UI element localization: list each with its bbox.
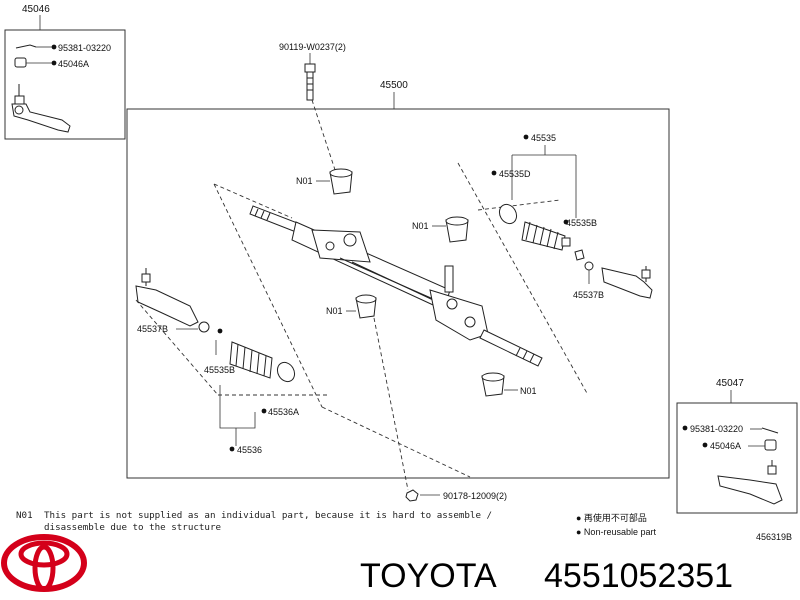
tie-rod-end-right-icon — [601, 266, 653, 299]
n01-label-4: N01 — [520, 386, 537, 396]
bolt-group: 90119-W0237(2) — [279, 42, 346, 186]
castle-nut-icon — [14, 57, 27, 68]
kit-left-group: 45046 95381-03220 45046A — [4, 4, 126, 140]
assembly-label: 45500 — [380, 80, 408, 91]
bushing-n01-top: N01 — [296, 168, 353, 195]
kit-right-group: 45047 95381-03220 45046A — [676, 378, 798, 514]
legend-block: ● 再使用不可部品 ● Non-reusable part — [576, 512, 656, 537]
steering-rack-icon — [249, 205, 543, 367]
legend-open: ● Non-reusable part — [576, 527, 656, 537]
bolt-icon — [304, 63, 316, 101]
nut-bottom-label: 90178-12009(2) — [443, 491, 507, 501]
kit-right-nut-label: 45046A — [710, 441, 741, 451]
toyota-logo-icon — [1, 534, 87, 592]
rack-boundary-dash — [213, 183, 471, 478]
tie-rod-end-left-icon — [11, 84, 71, 133]
assembly-frame — [126, 108, 670, 479]
rack-end-left-label: 45537B — [137, 324, 168, 334]
non-reusable-dot-icon — [229, 446, 235, 452]
non-reusable-dot-icon — [261, 408, 267, 414]
boot-left-icon — [229, 341, 273, 379]
non-reusable-dot-icon — [51, 44, 57, 50]
kit-left-nut-label: 45046A — [58, 59, 89, 69]
brand-part-number: 4551052351 — [544, 557, 733, 595]
boot-right-clamp-label: 45535B — [566, 218, 597, 228]
bushing-n01-middle: N01 — [326, 294, 377, 319]
kit-left-cotter-label: 95381-03220 — [58, 43, 111, 53]
non-reusable-dot-icon — [682, 425, 688, 431]
kit-right-cotter-label: 95381-03220 — [690, 424, 743, 434]
clamp-left-label: 45536A — [268, 407, 299, 417]
washer-icon — [198, 321, 210, 333]
clamp-right-label: 45535D — [499, 169, 531, 179]
boot-right-group: 45535 45535D 45535B 45537B — [491, 133, 653, 300]
washer-icon — [584, 261, 594, 271]
non-reusable-dot-icon — [51, 60, 57, 66]
n01-label-3: N01 — [326, 306, 343, 316]
nut-bottom-group: 90178-12009(2) — [373, 317, 507, 502]
castle-nut-icon — [764, 439, 777, 451]
cotter-pin-icon — [15, 44, 37, 49]
kit-right-label: 45047 — [716, 378, 744, 389]
kit-right-box — [676, 402, 798, 514]
boot-left-label: 45536 — [237, 445, 262, 455]
clamp-ring-right-icon — [498, 203, 518, 225]
small-clamp-icon — [574, 249, 585, 261]
n01-label-2: N01 — [412, 221, 429, 231]
non-reusable-dot-icon — [563, 219, 569, 225]
brand-name: TOYOTA — [360, 557, 497, 595]
clamp-ring-left-icon — [276, 361, 296, 383]
non-reusable-dot-icon — [217, 328, 223, 334]
note-code: N01 — [16, 510, 33, 521]
kit-left-label: 45046 — [22, 4, 50, 15]
figure-id: 456319B — [756, 532, 792, 542]
n01-label-1: N01 — [296, 176, 313, 186]
non-reusable-dot-icon — [702, 442, 708, 448]
note-line-1: This part is not supplied as an individu… — [44, 510, 492, 521]
tie-rod-end-left-outer-icon — [135, 268, 199, 327]
note-line-2: disassemble due to the structure — [44, 522, 221, 533]
boot-left-clamp-label: 45535B — [204, 365, 235, 375]
bolt-label: 90119-W0237(2) — [279, 42, 346, 52]
notes-block: N01 This part is not supplied as an indi… — [16, 510, 492, 533]
boot-left-group: 45537B 45535B 45536A 45536 — [135, 268, 299, 455]
boot-right-icon — [521, 221, 571, 251]
bushing-n01-bottom: N01 — [481, 372, 537, 397]
kit-left-box — [4, 29, 126, 140]
hex-nut-icon — [405, 489, 419, 502]
cotter-pin-icon — [761, 427, 779, 434]
non-reusable-dot-icon — [491, 170, 497, 176]
boot-right-label: 45535 — [531, 133, 556, 143]
legend-filled: ● 再使用不可部品 — [576, 512, 647, 523]
tie-rod-end-right-kit-icon — [717, 460, 783, 505]
bushing-n01-right: N01 — [412, 216, 469, 243]
non-reusable-dot-icon — [523, 134, 529, 140]
rack-end-right-label: 45537B — [573, 290, 604, 300]
